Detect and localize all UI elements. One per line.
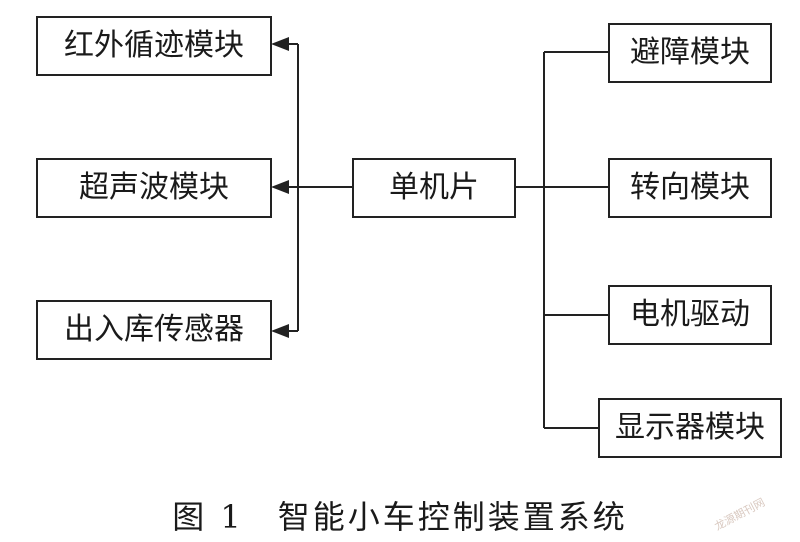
center-mcu: 单机片: [352, 158, 516, 218]
arrow-to-ultrasonic: [271, 180, 289, 194]
module-obstacle-avoidance: 避障模块: [608, 23, 772, 83]
module-display: 显示器模块: [598, 398, 782, 458]
module-motor-drive: 电机驱动: [608, 285, 772, 345]
module-ultrasonic: 超声波模块: [36, 158, 272, 218]
figure-caption: 图 1 智能小车控制装置系统: [0, 492, 800, 538]
module-steering: 转向模块: [608, 158, 772, 218]
module-infrared-tracking: 红外循迹模块: [36, 16, 272, 76]
figure-title: 智能小车控制装置系统: [277, 498, 628, 536]
arrow-to-garage-sensor: [271, 324, 289, 338]
figure-number: 图 1: [172, 498, 244, 536]
arrow-to-infrared: [271, 37, 289, 51]
module-garage-sensor: 出入库传感器: [36, 300, 272, 360]
